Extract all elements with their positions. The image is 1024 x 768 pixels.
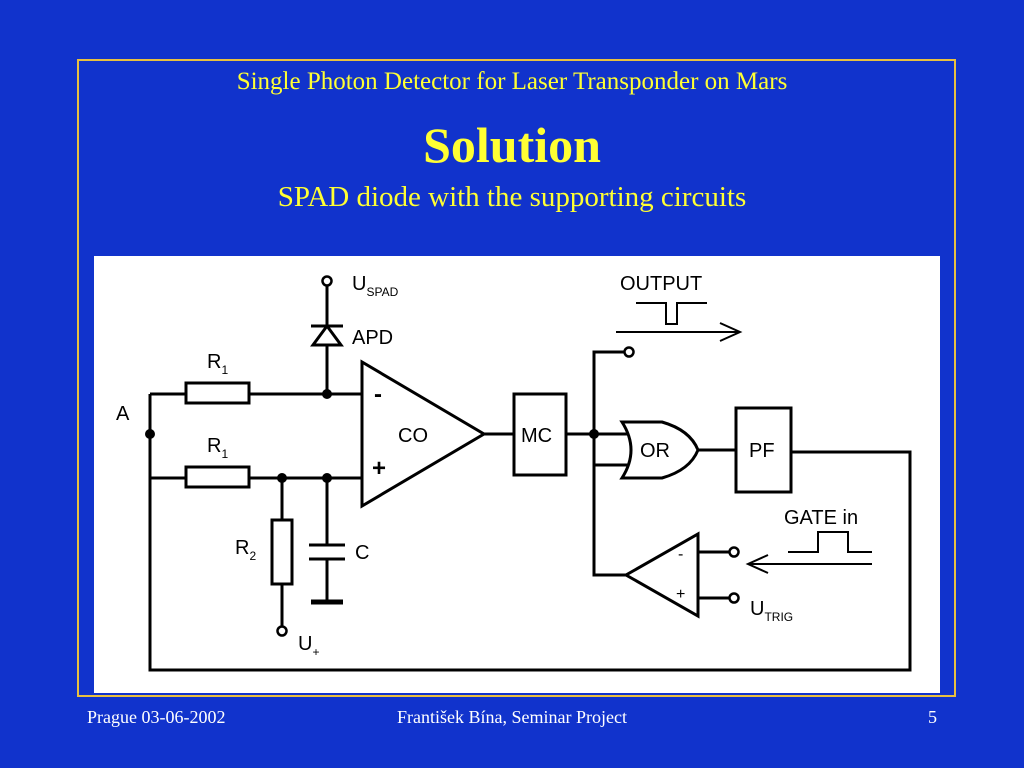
- gate-in-terminal: [728, 546, 740, 558]
- apd-diode-symbol: [310, 323, 344, 347]
- u-plus-sub: +: [312, 645, 319, 659]
- presentation-title: Single Photon Detector for Laser Transpo…: [236, 68, 788, 95]
- slide-title: Solution: [423, 117, 601, 173]
- feedback-wire: [148, 434, 912, 672]
- svg-text:R1: R1: [207, 351, 228, 377]
- svg-text:R2: R2: [235, 537, 256, 563]
- u-spad-sub: SPAD: [366, 285, 398, 299]
- or-gate: [619, 420, 700, 480]
- pf-label: PF: [749, 440, 775, 462]
- svg-text:U+: U+: [298, 633, 319, 659]
- r2-label: R: [235, 537, 249, 559]
- u-trig-sub: TRIG: [764, 610, 793, 624]
- circuit-diagram: A R1 R1 R2 C USPAD APD - + CO MC OR PF O…: [94, 256, 940, 693]
- slide-subtitle: SPAD diode with the supporting circuits: [277, 181, 747, 213]
- r1-bottom-sub: 1: [221, 447, 228, 461]
- svg-text:R1: R1: [207, 435, 228, 461]
- footer-author: František Bína, Seminar Project: [397, 707, 627, 727]
- resistor-r1-bottom: [184, 465, 251, 489]
- r1-top-label: R: [207, 351, 221, 373]
- r1-bottom-label: R: [207, 435, 221, 457]
- u-spad-label: U: [352, 273, 366, 295]
- capacitor-label: C: [355, 542, 369, 564]
- svg-text:USPAD: USPAD: [352, 273, 399, 299]
- resistor-r2: [270, 518, 294, 586]
- comparator-label: CO: [398, 425, 428, 447]
- u-trig-label: U: [750, 598, 764, 620]
- gate-comp-minus-label: -: [678, 546, 683, 563]
- output-pulse: [636, 302, 707, 325]
- r2-sub: 2: [249, 549, 256, 563]
- u-spad-terminal: [321, 275, 333, 287]
- gate-comparator: [622, 531, 700, 619]
- monostable-label: MC: [521, 425, 552, 447]
- apd-label: APD: [352, 327, 393, 349]
- output-terminal: [623, 346, 635, 358]
- comparator-co: [360, 359, 487, 509]
- footer-location-date: Prague 03-06-2002: [87, 707, 226, 727]
- comparator-plus-label: +: [372, 455, 386, 482]
- gate-pulse: [788, 531, 872, 553]
- r1-top-sub: 1: [221, 363, 228, 377]
- capacitor-symbol: [309, 543, 345, 605]
- u-trig-terminal: [728, 592, 740, 604]
- slide-frame: [77, 59, 956, 697]
- monostable-mc-box: [512, 392, 568, 477]
- u-plus-label: U: [298, 633, 312, 655]
- comparator-minus-label: -: [374, 381, 382, 408]
- gate-in-label: GATE in: [784, 507, 858, 529]
- pf-box: [734, 406, 793, 494]
- output-label: OUTPUT: [620, 273, 702, 295]
- slide-number: 5: [928, 707, 937, 727]
- gate-comp-plus-label: +: [676, 586, 685, 603]
- node-a-label: A: [116, 403, 130, 425]
- svg-text:UTRIG: UTRIG: [750, 598, 793, 624]
- or-gate-label: OR: [640, 440, 670, 462]
- resistor-r1-top: [184, 381, 251, 405]
- u-plus-terminal: [276, 625, 288, 637]
